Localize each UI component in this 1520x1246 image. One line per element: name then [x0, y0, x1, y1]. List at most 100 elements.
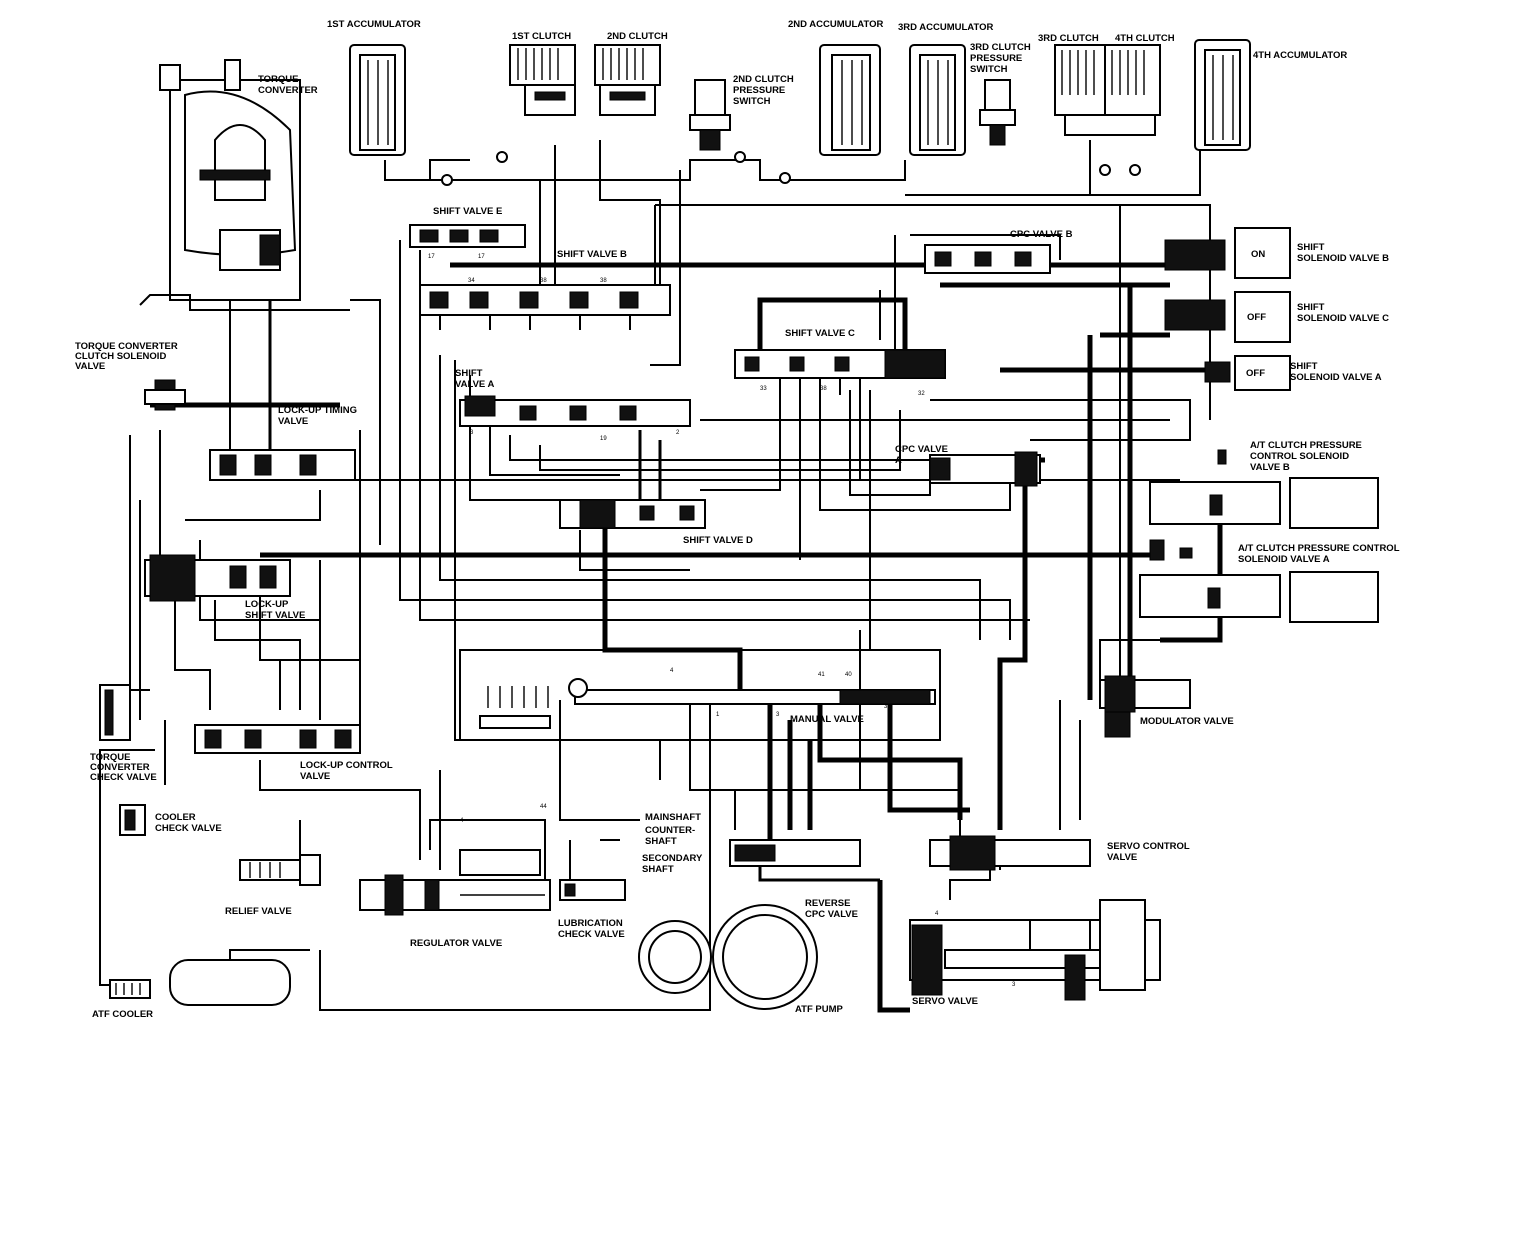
- at-cpc-solenoid-a: [1139, 539, 1379, 623]
- label-acc1: 1ST ACCUMULATOR: [327, 19, 421, 30]
- at-cpc-solenoid-b: [1149, 449, 1379, 529]
- lockup-timing-valve: [209, 449, 356, 481]
- svg-text:2: 2: [676, 430, 680, 436]
- label-relief-valve: RELIEF VALVE: [225, 906, 292, 917]
- svg-text:1: 1: [716, 712, 720, 718]
- servo-valve: [909, 899, 1161, 1001]
- label-clutch3: 3RD CLUTCH: [1038, 33, 1099, 44]
- accumulator-2: [819, 44, 881, 156]
- clutch-1: [509, 44, 576, 116]
- svg-text:3: 3: [776, 712, 780, 718]
- lockup-control-valve: [194, 724, 361, 754]
- svg-text:38: 38: [540, 278, 547, 284]
- svg-text:33: 33: [760, 386, 767, 392]
- solenoid-a-state: OFF: [1246, 368, 1265, 379]
- shift-valve-b: [419, 284, 671, 330]
- tcc-solenoid-valve: [144, 379, 186, 411]
- label-mainshaft: MAINSHAFT: [645, 812, 701, 823]
- label-clutch1: 1ST CLUTCH: [512, 31, 571, 42]
- atf-cooler: [109, 959, 291, 1006]
- cpc-valve-a: [929, 451, 1041, 487]
- svg-text:17: 17: [478, 254, 485, 260]
- shift-solenoid-a: [1204, 355, 1291, 391]
- shift-valve-e: [409, 224, 526, 248]
- solenoid-b-state: ON: [1251, 249, 1265, 260]
- label-servo-valve: SERVO VALVE: [912, 996, 978, 1007]
- lockup-shift-valve: [144, 554, 291, 602]
- svg-text:17: 17: [428, 254, 435, 260]
- accumulator-1: [349, 44, 406, 156]
- svg-text:34: 34: [468, 278, 475, 284]
- svg-text:38: 38: [820, 386, 827, 392]
- svg-text:4: 4: [935, 911, 939, 917]
- torque-converter-check-valve: [99, 684, 131, 741]
- clutch-2-pressure-switch: [689, 79, 731, 151]
- regulator-valve: [359, 849, 551, 916]
- svg-text:41: 41: [818, 672, 825, 678]
- label-acc3: 3RD ACCUMULATOR: [898, 22, 993, 33]
- relief-valve: [239, 854, 321, 886]
- accumulator-4: [1194, 39, 1251, 151]
- servo-control-valve: [929, 835, 1091, 871]
- svg-text:44: 44: [540, 804, 547, 810]
- svg-text:3: 3: [1012, 982, 1016, 988]
- reverse-cpc-valve: [729, 839, 861, 867]
- label-shift-valve-b: SHIFT VALVE B: [557, 249, 627, 260]
- label-cpc-valve-b: CPC VALVE B: [1010, 229, 1073, 240]
- svg-text:3: 3: [884, 704, 888, 710]
- shift-solenoid-c: [1164, 291, 1291, 343]
- shift-valve-a: [459, 395, 691, 427]
- cooler-check-valve: [119, 804, 146, 836]
- svg-text:32: 32: [918, 391, 925, 397]
- shift-solenoid-b: [1164, 227, 1291, 279]
- label-clutch2: 2ND CLUTCH: [607, 31, 668, 42]
- atf-pump: [638, 904, 818, 1010]
- svg-text:4: 4: [460, 818, 464, 824]
- label-regulator-valve: REGULATOR VALVE: [410, 938, 502, 949]
- label-acc4: 4TH ACCUMULATOR: [1253, 50, 1347, 61]
- lubrication-check-valve: [559, 879, 626, 901]
- label-atf-pump: ATF PUMP: [795, 1004, 844, 1015]
- svg-text:19: 19: [600, 436, 607, 442]
- cpc-valve-b: [924, 244, 1051, 274]
- label-modulator-valve: MODULATOR VALVE: [1140, 716, 1234, 727]
- clutch-2: [594, 44, 661, 116]
- label-atf-cooler: ATF COOLER: [92, 1009, 153, 1020]
- torque-converter: [139, 59, 350, 311]
- svg-text:38: 38: [600, 278, 607, 284]
- svg-text:3: 3: [470, 430, 474, 436]
- clutch-4: [1064, 44, 1161, 136]
- accumulator-3: [909, 44, 966, 156]
- orifice-symbols: [441, 151, 1141, 186]
- solenoid-c-state: OFF: [1247, 312, 1266, 323]
- label-acc2: 2ND ACCUMULATOR: [788, 19, 883, 30]
- label-countershaft: COUNTER-SHAFT: [645, 825, 695, 847]
- label-shift-valve-c: SHIFT VALVE C: [785, 328, 855, 339]
- manual-valve: [459, 649, 941, 741]
- shift-valve-c: [734, 349, 946, 395]
- clutch-3: [1054, 44, 1106, 116]
- label-clutch4: 4TH CLUTCH: [1115, 33, 1175, 44]
